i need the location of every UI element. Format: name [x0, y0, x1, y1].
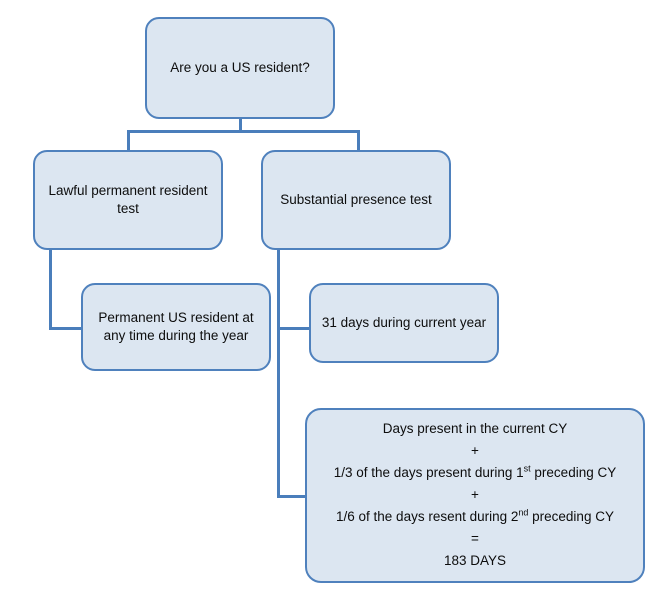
- formula-line-2: 1/3 of the days present during 1st prece…: [333, 463, 617, 481]
- formula-line-4: 1/6 of the days resent during 2nd preced…: [336, 507, 614, 524]
- formula-line-2-ordinal-suffix: st: [523, 463, 531, 474]
- formula-line-5: =: [471, 530, 479, 546]
- formula-line-3: +: [471, 487, 479, 503]
- connector-substantial-trunk: [277, 248, 280, 498]
- node-us-resident-question-label: Are you a US resident?: [170, 59, 310, 75]
- formula-line-1: +: [471, 443, 479, 459]
- node-substantial-presence-formula[interactable]: Days present in the current CY +1/3 of th…: [305, 408, 645, 583]
- node-substantial-presence-test[interactable]: Substantial presence test: [261, 150, 451, 250]
- connector-formula-elbow: [277, 495, 308, 498]
- node-permanent-us-resident-label: Permanent US resident at any time during…: [98, 309, 254, 343]
- connector-root-stem: [239, 117, 242, 132]
- node-31-days-current-year-label: 31 days during current year: [321, 314, 487, 330]
- connector-31days-elbow: [277, 327, 311, 330]
- connector-lawful-stem: [49, 248, 52, 330]
- formula-line-4-ordinal-suffix: nd: [518, 507, 529, 518]
- formula-line-6: 183 DAYS: [443, 552, 507, 568]
- node-lawful-permanent-resident-test-label: Lawful permanent resident test: [48, 182, 208, 216]
- node-us-resident-question[interactable]: Are you a US resident?: [145, 17, 335, 119]
- node-permanent-us-resident[interactable]: Permanent US resident at any time during…: [81, 283, 271, 371]
- connector-split-bar: [127, 130, 360, 133]
- node-31-days-current-year[interactable]: 31 days during current year: [309, 283, 499, 363]
- connector-lawful-elbow: [49, 327, 83, 330]
- formula-line-0: Days present in the current CY: [382, 421, 568, 437]
- connector-left-branch-drop: [127, 130, 130, 152]
- connector-right-branch-drop: [357, 130, 360, 152]
- node-substantial-presence-test-label: Substantial presence test: [280, 191, 432, 207]
- node-lawful-permanent-resident-test[interactable]: Lawful permanent resident test: [33, 150, 223, 250]
